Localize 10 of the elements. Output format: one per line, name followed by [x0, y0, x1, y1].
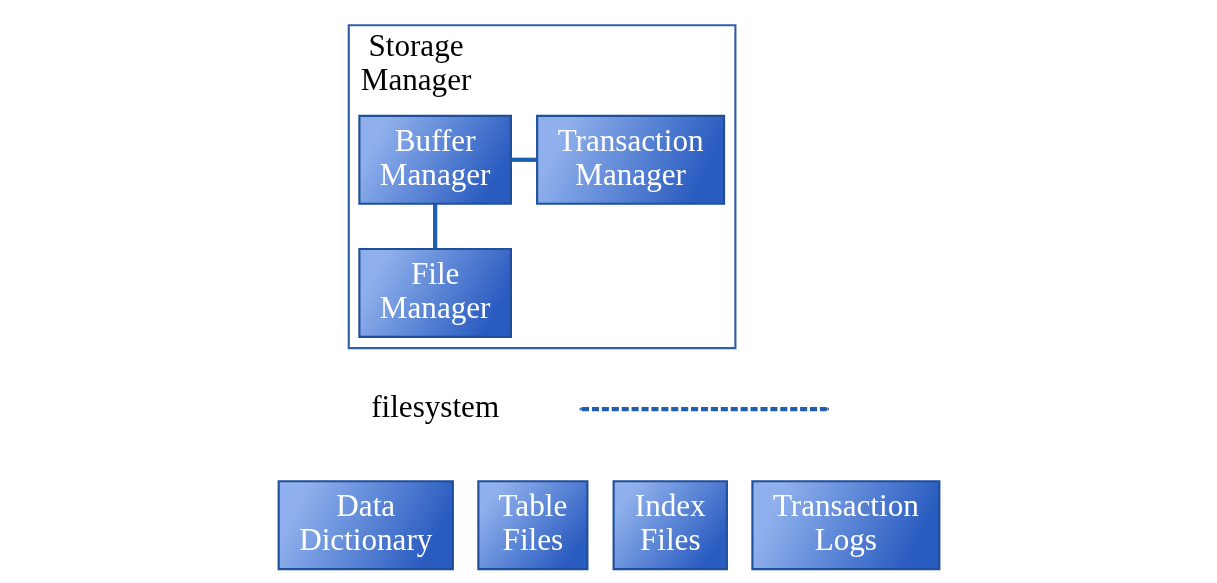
node-box: File Manager [357, 247, 512, 338]
connector [432, 203, 437, 249]
node-box: Table Files [476, 480, 588, 571]
connector [510, 157, 537, 162]
node-box: Data Dictionary [277, 480, 454, 571]
node-box: Buffer Manager [357, 114, 512, 205]
node-box: Transaction Manager [535, 114, 725, 205]
node-box: Transaction Logs [750, 480, 940, 571]
label: filesystem [370, 388, 499, 424]
node-box: Index Files [612, 480, 728, 571]
